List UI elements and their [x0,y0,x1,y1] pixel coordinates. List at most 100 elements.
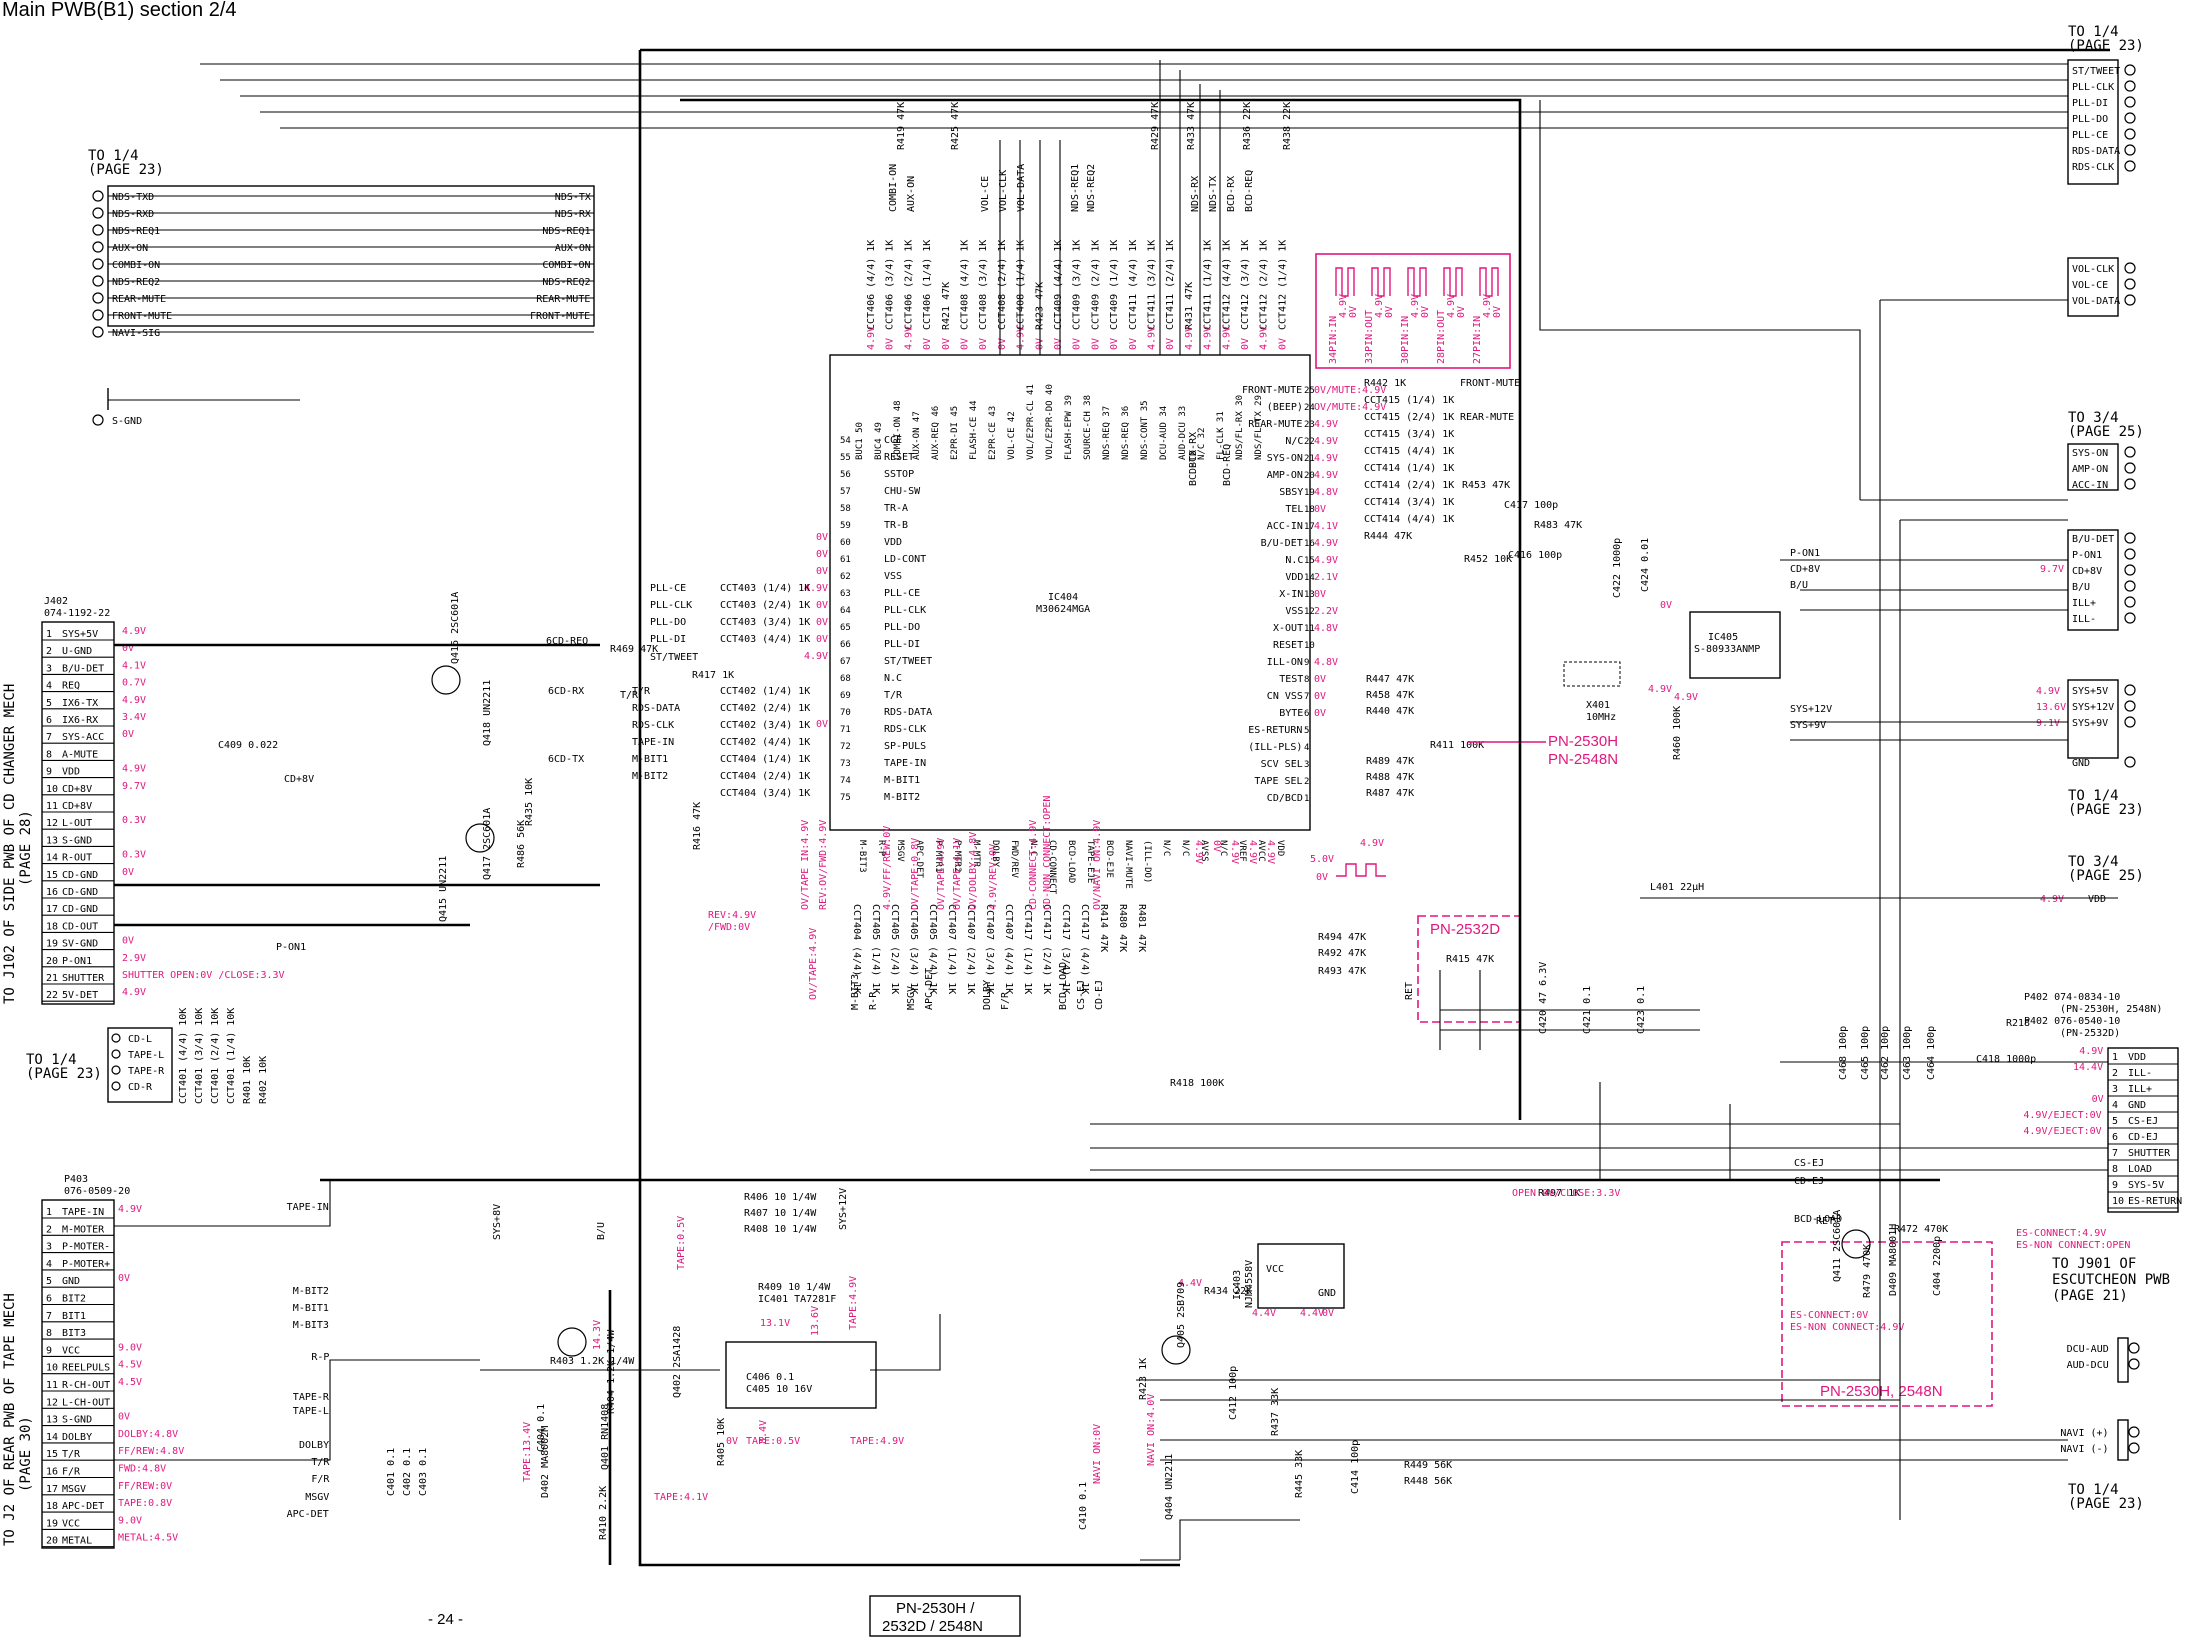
terminal [92,414,104,426]
voltage: 0V [726,1436,738,1447]
terminal [2124,684,2136,696]
pin-label: VDD [2128,1052,2146,1063]
cct-label: CCT402 (1/4) 1K [720,686,810,697]
pin-label: SHUTTER [62,973,105,984]
pin-label: NDS-TXD [112,192,154,203]
net-label: T/R [620,690,639,701]
pin-label: REAR-MUTE [112,294,166,305]
vdd-ref-line1: TO 3/4 [2068,854,2119,870]
pin-label: MSGV [62,1484,86,1495]
cct-label: CCT407 (3/4) 1K [984,904,995,994]
p403-part: 076-0509-20 [64,1186,130,1197]
cct-label: CCT414 (3/4) 1K [1364,497,1454,508]
component-label: C404 0.1 [536,1404,547,1452]
pin-number: 4 [46,1259,52,1270]
pin-label: B/U-DET [62,663,104,674]
pin-label: LOAD [2128,1164,2152,1175]
voltage: 0V [816,532,828,543]
voltage: TAPE:4.9V [850,1436,904,1447]
component-label: R448 56K [1404,1476,1452,1487]
pin-label: BIT2 [62,1294,86,1305]
net-label: CD-EJ [1794,1176,1824,1187]
pin-label: VOL-CLK [2072,264,2114,275]
cct-label: CCT417 (4/4) 1K [1079,904,1090,994]
ic-pin-label: DCU-AUD 34 [1159,406,1169,460]
pin-number: 9 [46,1345,52,1356]
voltage-note: /FWD:0V [708,922,750,933]
terminal [2124,278,2136,290]
pin-label: F/R [311,1474,330,1485]
component-label: C403 0.1 [418,1448,429,1496]
voltage: 4.9V [1314,555,1338,566]
pin-label: FRONT-MUTE [112,311,172,322]
component-label: Q405 2SB709 [1176,1282,1187,1348]
connector-j402: J402 074-1192-22 TO J102 OF SIDE PWB OF … [2,596,285,1005]
p403-side: TO J2 OF REAR PWB OF TAPE MECH [2,1293,18,1546]
pin-label: NDS-REQ2 [542,277,590,288]
voltage: 4.9V [1203,326,1214,350]
ic-pin-label: AMP-ON [1267,470,1303,481]
voltage: 0V [978,338,989,350]
terminal [2124,96,2136,108]
pin-label: CD-EJ [2128,1132,2158,1143]
ic-pin-label: AVSS [1199,840,1209,862]
ic-pin-label: (ILL-PLS) [1248,742,1302,753]
ic-pin-label: SP-PULS [884,741,926,752]
ic-pin-number: 71 [840,725,851,735]
voltage-note: OV/TAPE:4.1V [952,838,963,910]
ic-pin-label: MSGV [895,840,905,862]
voltage: 4.9V [903,326,914,350]
ic-pin-label: M-BIT1 [884,775,920,786]
cct-label: CCT407 (4/4) 1K [1003,904,1014,994]
terminal [2124,112,2136,124]
terminal [2128,1358,2140,1370]
cct-label: CCT404 (4/4) 1K [851,904,862,994]
ic-pin-number: 8 [1304,675,1309,685]
voltage: 4.5V [118,1377,142,1388]
pin-label: CD-OUT [62,921,98,932]
ic-pin-number: 54 [840,436,851,446]
cct-label: R417 1K [692,670,734,681]
ic-pin-label: N/C [1161,840,1171,856]
pin-label: DOLBY [299,1440,329,1451]
osc-volt-hi: 5.0V [1310,854,1334,865]
voltage: 14.3V [592,1320,603,1350]
cct-label: CCT405 (3/4) 1K [908,904,919,994]
ic-pin-label: NDS-REQ 36 [1121,406,1131,460]
oscillator: X401 10MHz 5.0V 0V [1310,661,1621,883]
voltage: 4.8V [1314,487,1338,498]
pin-label: ILL+ [2128,1084,2152,1095]
component-label: R411 100K [1430,740,1484,751]
pin-label: GND [2128,1100,2146,1111]
net-label: PLL-DI [650,634,686,645]
terminal [111,1065,121,1075]
voltage: 0V [816,617,828,628]
voltage: 0V [1492,306,1503,318]
terminal [92,326,104,338]
voltage: 0V [1314,691,1326,702]
ic-pin-label: BYTE [1279,708,1303,719]
component-label: R449 56K [1404,1460,1452,1471]
cct-label: CCT409 (4/4) 1K [1053,240,1064,330]
terminal [2124,612,2136,624]
voltage-note: OV/TAPE:0.8V [910,838,921,910]
component-label: SYS+8V [492,1204,503,1240]
terminal [92,275,104,287]
net-label: CS-EJ [1076,980,1087,1010]
component-label: C462 100p [1880,1026,1891,1080]
net-label: NDS-TX [1208,176,1219,212]
ic-pin-label: RDS-DATA [884,707,932,718]
pin-label: SYS-ON [2072,448,2108,459]
cct-label: R431 47K [1184,282,1195,330]
component-label: R445 33K [1294,1450,1305,1498]
terminal [2128,1342,2140,1354]
pin-number: 18 [46,921,58,932]
pin-number: 14 [46,1432,58,1443]
terminal [2124,580,2136,592]
pin-label: APC-DET [62,1501,104,1512]
pin-label: M-MOTER [62,1224,105,1235]
ic-pin-label: APC-DET [914,840,924,879]
ic-pin-label: NDS-CONT 35 [1140,400,1150,460]
voltage-note: CD-NON CONNECT:OPEN [1042,796,1053,910]
